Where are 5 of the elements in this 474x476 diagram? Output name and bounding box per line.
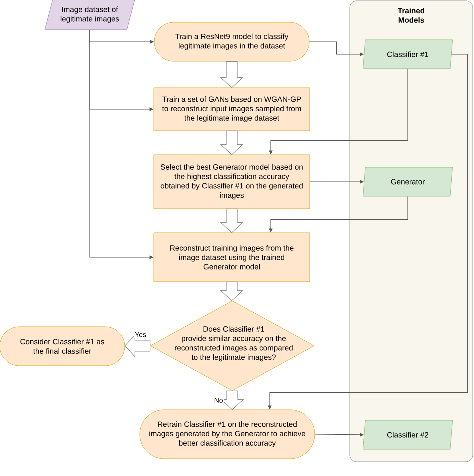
block-arrow [220, 282, 244, 302]
block-arrow [220, 208, 244, 234]
block-arrow [124, 334, 151, 358]
block-arrow [220, 61, 244, 88]
block-arrow [220, 130, 244, 156]
